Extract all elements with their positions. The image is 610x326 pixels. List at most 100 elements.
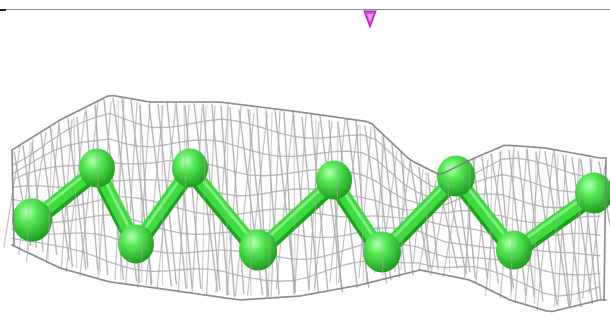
mesh-outline [581,153,589,157]
mesh-strand-front [553,153,559,307]
mesh-contour [81,232,97,235]
mesh-strand-front [335,120,339,286]
mesh-outline [407,157,415,163]
mesh-contour [11,185,27,188]
mesh-outline [17,141,25,148]
mesh-outline [287,109,295,113]
mesh-contour [585,272,601,276]
mesh-contour [305,272,321,279]
mesh-contour [249,149,265,155]
mesh-outline [95,98,103,103]
mesh-strand-front [381,136,384,277]
mesh-contour [361,196,377,202]
mesh-outline [545,147,553,151]
mesh-contour [543,270,559,275]
mesh-contour [53,144,69,152]
mesh-strand-front [510,149,515,298]
mesh-strand [557,155,567,306]
mesh-strand [226,105,242,296]
mesh-outline [341,286,349,290]
ligand-atom[interactable] [172,148,208,188]
mesh-contour [207,249,223,252]
mesh-contour [389,216,405,219]
ligand-atom[interactable] [12,198,52,242]
mesh-contour [515,279,531,288]
mesh-contour [557,273,573,276]
mesh-contour [389,171,405,185]
mesh-contour [431,265,447,269]
mesh-outline [539,308,547,312]
mesh-contour [305,152,321,156]
mesh-contour [319,213,335,217]
mesh-strand-front [161,105,164,286]
ligand-stick-model[interactable] [12,148,610,273]
ligand-atom[interactable] [575,172,610,214]
ligand-atom[interactable] [496,230,532,270]
mesh-outline [461,277,469,281]
mesh-contour [543,185,559,192]
mesh-outline [557,149,565,153]
mesh-contour [67,203,83,208]
mesh-outline [587,155,595,158]
mesh-outline [335,116,343,119]
mesh-outline [545,309,553,313]
mesh-outline [407,270,415,274]
mesh-outline [131,284,139,287]
mesh-strand-front [249,109,252,296]
ligand-atom[interactable] [316,160,352,200]
mesh-outline [581,302,589,306]
mesh-contour [81,250,97,258]
mesh-outline [449,275,457,279]
mesh-strand-front [183,105,188,289]
mesh-outline [365,281,373,285]
ligand-atom[interactable] [363,231,401,273]
mesh-contour [81,200,97,206]
mesh-outline [539,146,547,149]
mesh-contour [445,256,461,259]
mesh-outline [95,277,103,281]
mesh-outline [527,304,535,309]
ligand-atom[interactable] [239,229,277,271]
mesh-outline [437,172,445,175]
mesh-outline [479,284,487,289]
mesh-contour [515,176,531,183]
marker-icon[interactable] [363,10,377,29]
mesh-contour [277,188,293,192]
mesh-outline [521,302,529,307]
mesh-contour [179,232,195,236]
mesh-contour [25,168,41,175]
mesh-strand-front [293,114,296,293]
mesh-contour [403,198,419,204]
mesh-contour [263,208,279,211]
mesh-outline [221,101,229,104]
mesh-outline [449,166,457,171]
mesh-outline [299,111,307,114]
mesh-outline [353,118,361,122]
mesh-contour [473,177,489,184]
mesh-contour [249,123,265,129]
mesh-strand [319,115,344,293]
mesh-contour [179,139,195,143]
mesh-contour [389,190,405,200]
mesh-outline [311,291,319,295]
mesh-contour [529,265,545,272]
ligand-atom[interactable] [118,224,154,264]
mesh-strand [400,151,414,276]
mesh-contour [585,285,601,292]
mesh-contour [277,256,293,260]
mesh-outline [71,110,79,115]
mesh-contour [137,269,153,273]
mesh-contour [417,262,433,267]
mesh-outline [491,147,499,152]
mesh-outline [149,286,157,289]
mesh-contour [431,221,447,227]
mesh-outline [41,258,49,264]
mesh-outline [11,244,19,249]
ligand-atom[interactable] [437,155,475,197]
mesh-outline [59,267,67,271]
mesh-strand [283,111,295,295]
mesh-contour [459,226,475,230]
mesh-contour [375,139,391,153]
